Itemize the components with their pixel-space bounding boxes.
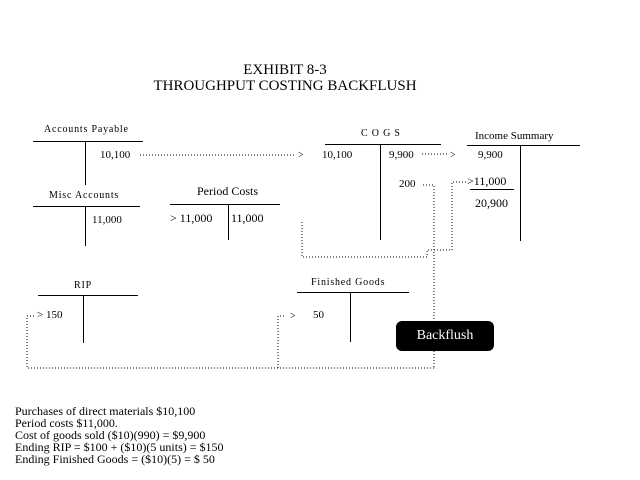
period-costs-title: Period Costs [197,184,259,198]
cogs-vline [380,144,381,240]
note-line: Cost of goods sold ($10)(990) = $9,900 [15,428,206,442]
exhibit-title: THROUGHPUT COSTING BACKFLUSH [153,78,417,94]
period-costs-hline [170,204,280,205]
accounts-payable-credit: 10,100 [100,149,131,161]
cogs-credit-backflush: 200 [399,178,416,190]
misc-accounts-title: Misc Accounts [49,190,120,201]
rip-title: RIP [74,280,92,291]
misc-accounts-credit: 11,000 [92,214,122,226]
income-summary-vline [520,145,521,241]
wire-backflush-bottom [26,315,434,369]
accounts-payable-hline [33,141,143,142]
income-summary-total-rule [470,189,514,190]
finished-goods-debit: 50 [313,309,324,321]
wire-period-to-income [301,181,466,258]
rip-debit: > 150 [37,309,63,321]
note-line: Purchases of direct materials $10,100 [15,404,196,418]
rip-hline [38,295,138,296]
misc-accounts-hline [33,206,140,207]
cogs-credit: 9,900 [389,149,414,161]
exhibit-number: EXHIBIT 8-3 [243,62,327,78]
backflush-label: Backflush [396,321,494,351]
notes-block: Purchases of direct materials $10,100 Pe… [15,405,224,465]
arrow-to-finished-goods: > [290,311,297,322]
wire-cogs-backflush-right [423,184,435,368]
income-summary-title: Income Summary [475,130,554,142]
income-summary-debit: 9,900 [478,149,503,161]
arrow-ap-cogs: > [298,150,305,161]
misc-accounts-vline [85,206,86,246]
rip-vline [83,295,84,343]
note-line: Ending Finished Goods = ($10)(5) = $ 50 [15,452,215,466]
finished-goods-title: Finished Goods [311,277,386,288]
arrow-cogs-income: > [450,150,457,161]
period-costs-credit: 11,000 [231,211,264,225]
period-costs-vline [228,204,229,240]
note-line: Ending RIP = $100 + ($10)(5 units) = $15… [15,440,224,454]
wire-backflush-fg [277,315,286,368]
period-costs-debit: > 11,000 [170,211,213,225]
income-summary-hline [467,145,580,146]
cogs-debit: 10,100 [322,149,353,161]
accounts-payable-title: Accounts Payable [44,124,129,135]
cogs-title: C O G S [361,128,401,139]
income-summary-total: 20,900 [475,196,508,210]
accounts-payable-vline [85,141,86,185]
cogs-hline [325,144,441,145]
note-line: Period costs $11,000. [15,416,118,430]
finished-goods-hline [297,292,409,293]
income-summary-debit2: >11,000 [467,174,507,188]
finished-goods-vline [350,292,351,342]
